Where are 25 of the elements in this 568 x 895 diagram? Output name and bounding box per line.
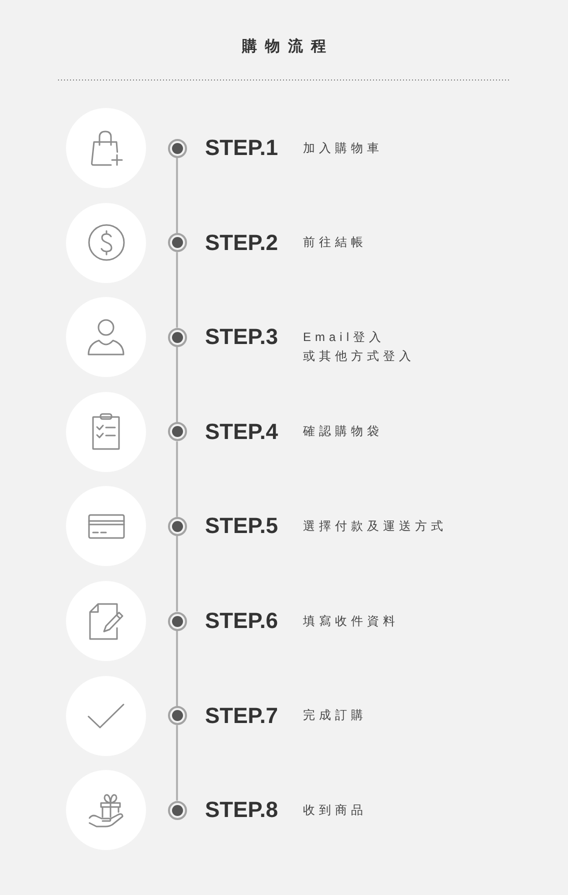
timeline-line xyxy=(176,158,178,234)
timeline-line xyxy=(176,252,178,328)
step-label: STEP.1 xyxy=(205,136,278,160)
step-description: 前往結帳 xyxy=(303,234,367,252)
timeline-line xyxy=(176,630,178,706)
step-description: 或其他方式登入 xyxy=(303,348,415,365)
step-description: Email登入 xyxy=(303,328,386,346)
step-description: 完成訂購 xyxy=(303,707,367,724)
step-label: STEP.3 xyxy=(205,325,278,350)
timeline-line xyxy=(176,441,178,517)
step-description: 確認購物袋 xyxy=(303,423,383,440)
step-description: 加入購物車 xyxy=(303,140,383,156)
step-label: STEP.8 xyxy=(205,798,278,822)
step-label: STEP.7 xyxy=(205,704,278,728)
title: 購物流程 xyxy=(240,37,334,57)
step-description: 填寫收件資料 xyxy=(303,612,399,630)
step-label: STEP.2 xyxy=(205,230,278,255)
timeline-line xyxy=(176,725,178,801)
step-description: 選擇付款及運送方式 xyxy=(303,518,447,535)
step-label: STEP.6 xyxy=(205,609,278,633)
step-label: STEP.5 xyxy=(205,514,278,538)
step-description: 收到商品 xyxy=(303,802,367,819)
step-label: STEP.4 xyxy=(205,420,278,444)
timeline-line xyxy=(176,346,178,422)
timeline-line xyxy=(176,536,178,612)
